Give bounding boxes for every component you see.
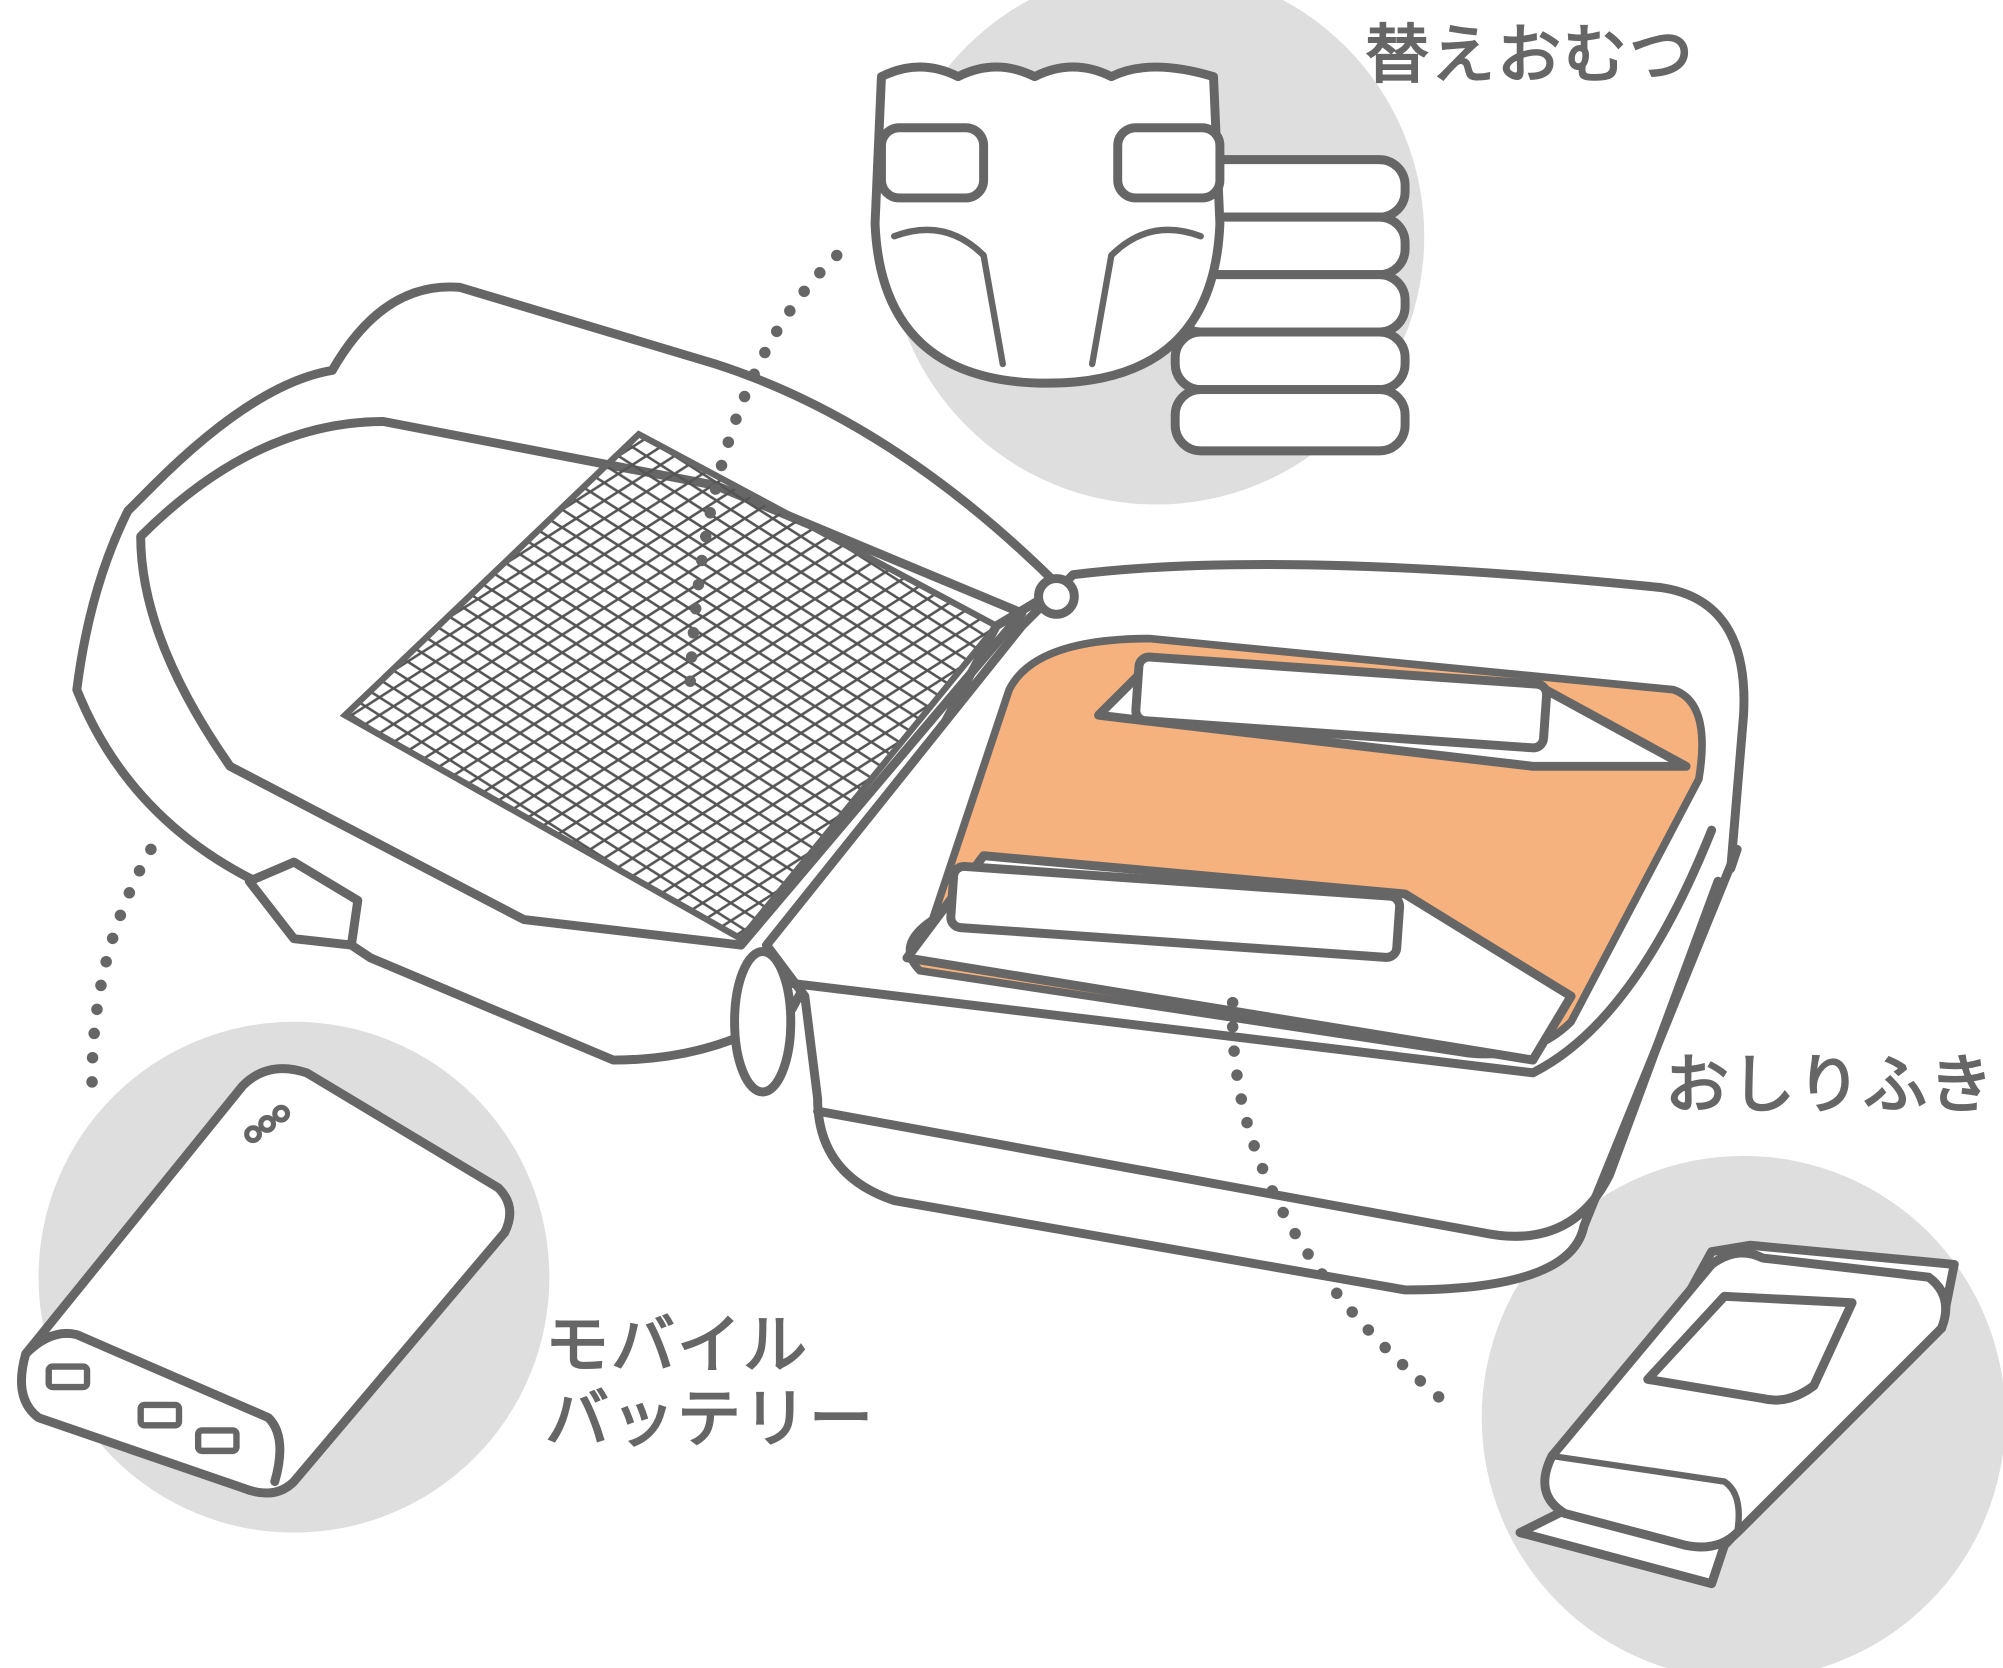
wet-wipes-icon	[1515, 1240, 1959, 1589]
case-lid	[72, 282, 1065, 1065]
label-diaper: 替えおむつ	[1365, 19, 1695, 93]
mobile-battery-icon	[17, 1064, 515, 1498]
leader-diaper	[684, 249, 843, 696]
diaper-stack-icon	[1170, 155, 1410, 456]
case-base	[730, 560, 1749, 1295]
leader-wipes	[1226, 996, 1462, 1418]
label-battery: モバイル バッテリー	[545, 1309, 875, 1457]
zipper-pull	[730, 947, 796, 1097]
label-battery-line1: モバイル	[545, 1309, 809, 1383]
diaper-icon	[870, 62, 1225, 388]
label-wipes: おしりふき	[1665, 1049, 1995, 1123]
label-battery-line2: バッテリー	[545, 1382, 875, 1457]
leader-battery	[86, 843, 157, 1098]
